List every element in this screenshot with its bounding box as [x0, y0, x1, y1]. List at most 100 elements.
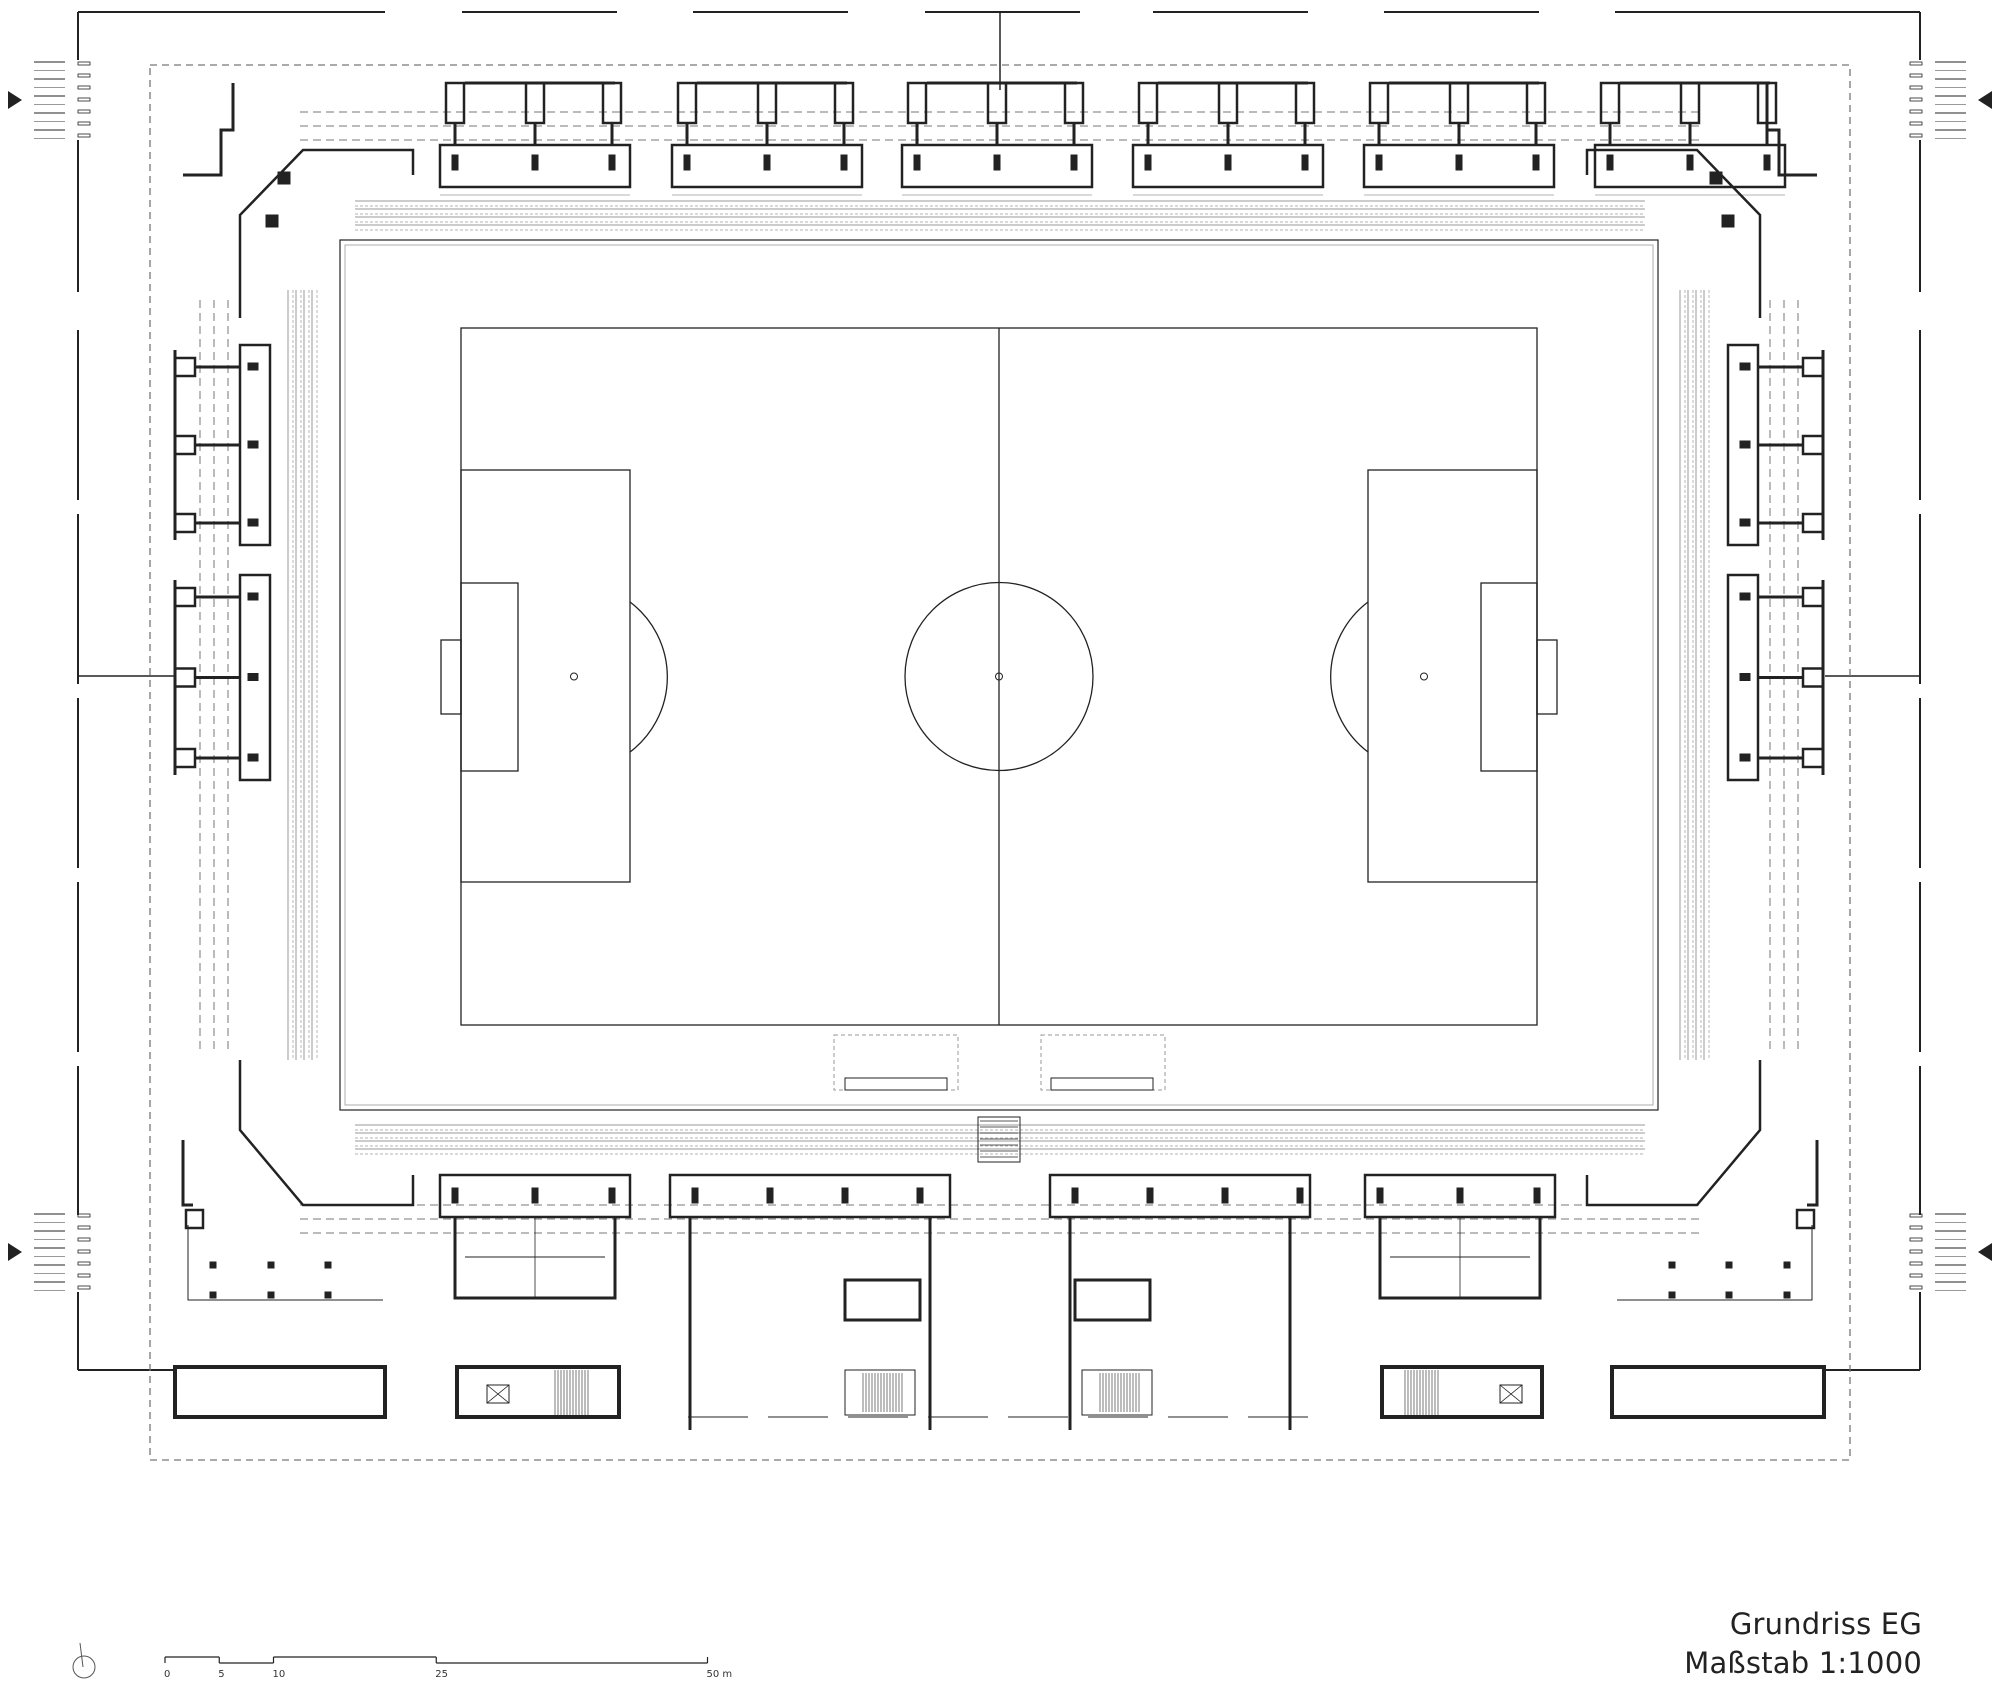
goal-right: [1536, 639, 1558, 715]
lift-shaft: [486, 1384, 510, 1404]
stair-outline: [1081, 1369, 1153, 1416]
stair-core: [676, 81, 698, 125]
bollard: [77, 61, 91, 66]
stand-block-north: [438, 81, 632, 196]
stair-outline: [844, 1369, 916, 1416]
goal-area-right: [1480, 582, 1538, 772]
outbuilding-stair-east: [1380, 1365, 1544, 1419]
lift-shaft: [1499, 1384, 1523, 1404]
penalty-arc-right: [1330, 601, 1369, 753]
stair-core: [173, 434, 197, 456]
stair-core: [1063, 81, 1085, 125]
stair-core: [1801, 434, 1825, 456]
stand-wall: [668, 1173, 952, 1219]
stand-block-south-main: [1048, 1173, 1312, 1430]
corner-wall: [181, 1140, 193, 1207]
column: [1532, 154, 1540, 171]
bench-area-left: [833, 1034, 959, 1091]
column: [267, 1261, 275, 1269]
column: [1144, 154, 1152, 171]
column: [608, 1187, 616, 1204]
stand-block-north: [900, 81, 1094, 196]
bollard: [77, 1261, 91, 1266]
bollard: [77, 1273, 91, 1278]
column: [841, 1187, 849, 1204]
bollard: [1909, 1237, 1923, 1242]
column: [451, 1187, 459, 1204]
corner-outline: [238, 148, 415, 318]
triangle-right-icon: [8, 91, 22, 109]
corner-outline: [238, 1060, 415, 1207]
column: [1739, 673, 1751, 681]
column: [916, 1187, 924, 1204]
bollard: [77, 73, 91, 78]
stand-block-south: [438, 1173, 632, 1219]
stand-block-north: [1362, 81, 1556, 196]
stand-block-east: [1726, 343, 1825, 547]
column: [247, 592, 259, 601]
stair-core: [1137, 81, 1159, 125]
stair-core: [1599, 81, 1621, 125]
column: [1456, 1187, 1464, 1204]
column: [1783, 1291, 1791, 1299]
column: [913, 154, 921, 171]
stair-core: [1795, 1208, 1816, 1230]
drawing-title: Grundriss EG: [1729, 1607, 1922, 1641]
bollard: [77, 1285, 91, 1290]
stand-block-north: [670, 81, 864, 196]
stair-core: [524, 81, 546, 125]
scale-tick-label: 50 m: [707, 1669, 733, 1680]
column: [1721, 214, 1735, 228]
corner-block-south: [1585, 1060, 1819, 1301]
players-tunnel: [977, 1116, 1021, 1163]
corner-wall: [183, 83, 235, 177]
column: [766, 1187, 774, 1204]
scale-tick-label: 10: [273, 1669, 286, 1680]
bollard: [1909, 85, 1923, 90]
scale-tick-label: 5: [218, 1669, 224, 1680]
bollard: [1909, 1225, 1923, 1230]
scale-tick-label: 0: [164, 1669, 170, 1680]
corner-block-north: [183, 83, 415, 318]
triangle-right-icon: [8, 1243, 22, 1261]
column: [277, 171, 291, 185]
column: [265, 214, 279, 228]
stair-core: [906, 81, 928, 125]
bollard: [1909, 133, 1923, 138]
column: [1221, 1187, 1229, 1204]
stair-core: [1368, 81, 1390, 125]
column: [683, 154, 691, 171]
triangle-left-icon: [1978, 1243, 1992, 1261]
stair-core: [444, 81, 466, 125]
column: [209, 1261, 217, 1269]
bollard: [77, 133, 91, 138]
bollard: [1909, 1261, 1923, 1266]
stair-core: [173, 667, 197, 688]
north-arrow-icon: [72, 1642, 96, 1679]
hall-outline: [1617, 1225, 1813, 1301]
column: [1783, 1261, 1791, 1269]
triangle-left-icon: [1978, 91, 1992, 109]
entrance-left: [8, 61, 91, 139]
centre-circle: [904, 581, 1094, 772]
column: [1739, 518, 1751, 527]
column: [247, 673, 259, 681]
column: [531, 154, 539, 171]
stand-block-south: [1363, 1173, 1557, 1219]
corner-outline: [1585, 148, 1762, 318]
stair-core: [1801, 667, 1825, 688]
pitch-surround-inner: [344, 244, 1654, 1106]
column: [1376, 1187, 1384, 1204]
stair-core: [1525, 81, 1547, 125]
bollard: [77, 1237, 91, 1242]
service-core: [843, 1278, 922, 1322]
stair-core: [173, 512, 197, 534]
corner-block-north: [1585, 83, 1817, 318]
stand-block-west: [173, 343, 272, 547]
column: [1739, 362, 1751, 371]
south-room: [1378, 1217, 1542, 1300]
pitch-surround: [339, 239, 1659, 1111]
column: [1455, 154, 1463, 171]
building-wall: [173, 1365, 387, 1419]
